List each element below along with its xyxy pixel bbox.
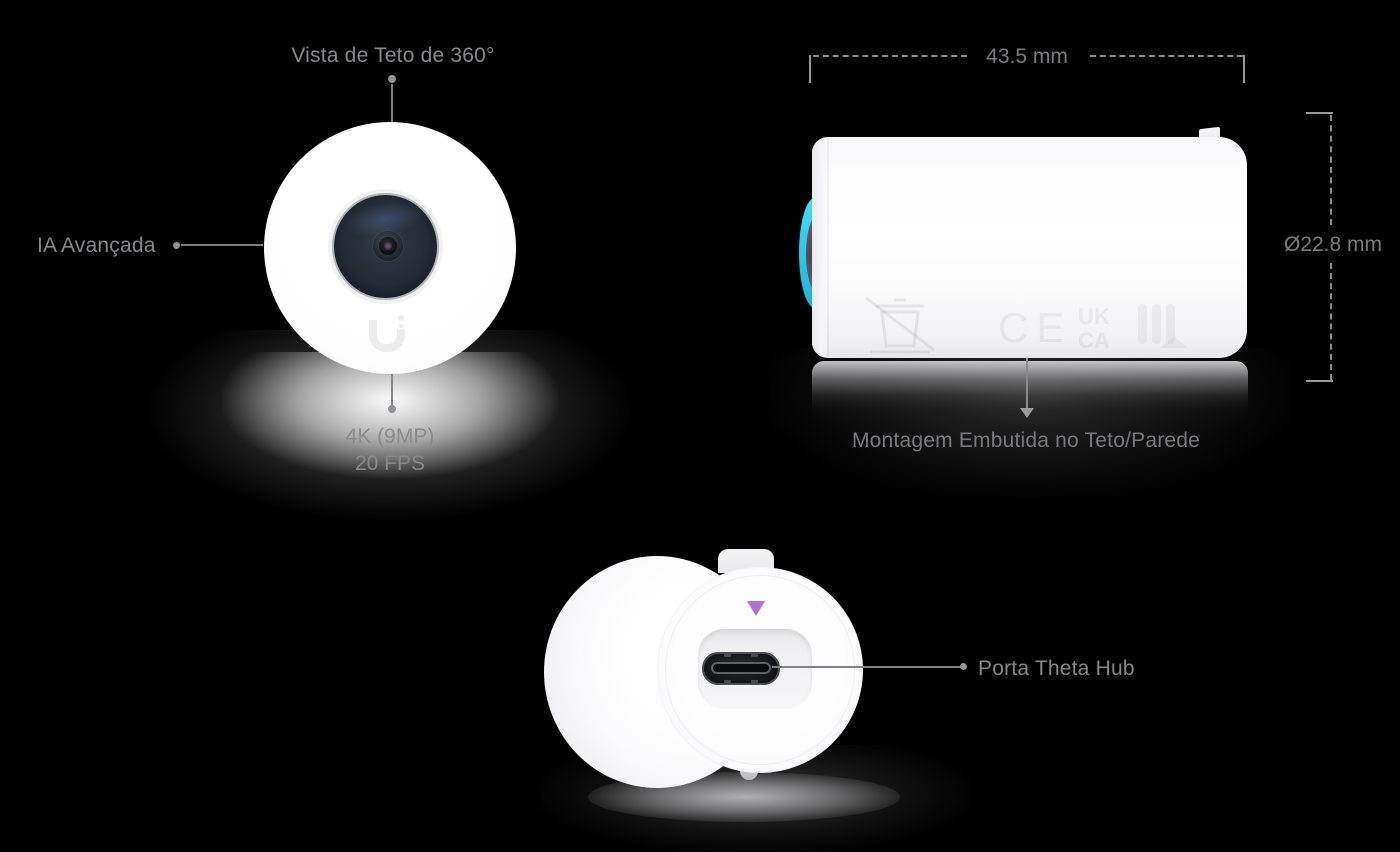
leader-dot [388, 75, 396, 83]
ukca-mark-uk: UK [1078, 304, 1110, 329]
house-icon [1160, 336, 1188, 348]
camera-side-endcap [812, 137, 828, 358]
diameter-dimension-bracket-bottom [1306, 380, 1333, 382]
usb-contact-pin [724, 654, 731, 657]
diameter-dimension-dash [1330, 263, 1332, 380]
width-dimension-value: 43.5 mm [986, 45, 1068, 68]
framerate-line: 20 FPS [354, 452, 426, 475]
leader-dot [388, 405, 396, 413]
diameter-dimension-bracket-top [1306, 112, 1333, 114]
usb-contact-pin [751, 680, 758, 683]
ceiling-view-label: Vista de Teto de 360° [291, 44, 495, 67]
ubiquiti-logo-dot [398, 315, 404, 321]
leader-dot [173, 242, 180, 249]
usb-contact-pin [751, 654, 758, 657]
regulatory-marks: CE UK CA [865, 296, 1188, 354]
resolution-line: 4K (9MP) [345, 425, 435, 448]
leader-line [181, 244, 263, 246]
leader-line [1026, 358, 1028, 409]
diameter-dimension-dash [1330, 115, 1332, 225]
theta-hub-port-label: Porta Theta Hub [978, 657, 1135, 680]
camera-side-body [812, 137, 1247, 358]
width-dimension-dash [1090, 55, 1243, 57]
width-dimension-dash [813, 55, 967, 57]
leader-line [391, 84, 393, 122]
lens-glint [384, 242, 392, 250]
weee-bin-icon [865, 296, 935, 354]
ukca-mark-ca: CA [1078, 328, 1110, 353]
ce-mark: CE [998, 304, 1072, 351]
cert-bars-icon [1138, 304, 1175, 344]
width-dimension-bracket-right [1243, 55, 1245, 83]
leader-line [391, 374, 393, 406]
body-seam-line [827, 139, 829, 356]
width-dimension-bracket-left [809, 55, 811, 83]
diameter-dimension-value: Ø22.8 mm [1283, 233, 1383, 256]
advanced-ai-label: IA Avançada [37, 234, 156, 257]
port-indicator-triangle-icon [747, 601, 765, 616]
flush-mount-label: Montagem Embutida no Teto/Parede [851, 429, 1201, 452]
ubiquiti-logo [369, 320, 405, 352]
usb-c-tongue [711, 662, 771, 674]
leader-line [772, 666, 962, 668]
ubiquiti-logo-dot [399, 324, 403, 328]
arrow-down-icon [1020, 408, 1034, 418]
resolution-spec-label: 4K (9MP) 20 FPS [240, 423, 540, 477]
usb-contact-pin [724, 680, 731, 683]
leader-dot [960, 663, 967, 670]
